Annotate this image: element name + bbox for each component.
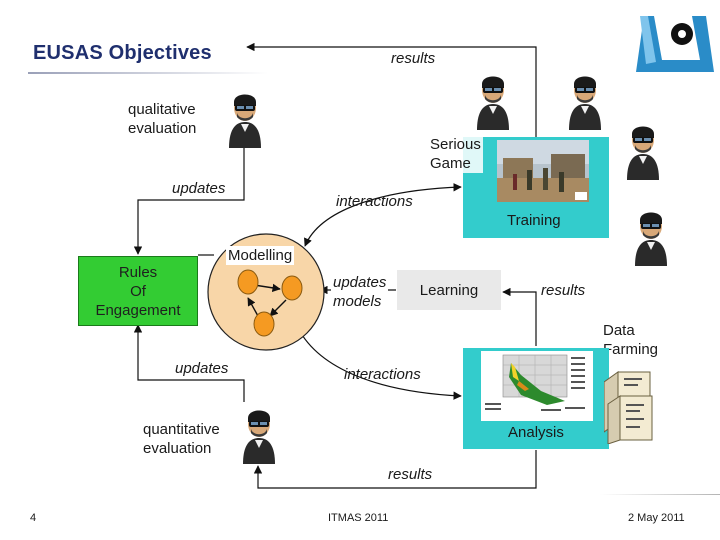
training-label: Training: [507, 212, 561, 229]
title-underline: [28, 72, 268, 74]
results-label-right: results: [541, 282, 586, 299]
learning-label: Learning: [419, 281, 479, 299]
soldier-icon: [472, 68, 514, 132]
soldier-icon: [622, 118, 664, 182]
interactions-label-top: interactions: [336, 193, 413, 210]
updates-label-top: updates: [172, 180, 226, 197]
footer-date: 2 May 2011: [628, 512, 685, 524]
results-label-top: results: [391, 50, 436, 67]
updates-models-label: updates models: [331, 273, 389, 311]
footer-rule: [600, 494, 720, 495]
results-label-bottom: results: [388, 466, 433, 483]
game-screenshot: [497, 140, 589, 202]
learning-box: Learning: [397, 270, 501, 310]
serious-game-label: Serious Game: [428, 135, 483, 173]
interactions-label-bottom: interactions: [344, 366, 421, 383]
surface-plot: [481, 351, 593, 421]
soldier-icon: [224, 86, 266, 150]
qualitative-evaluation-label: qualitative evaluation: [128, 101, 197, 137]
page-number: 4: [30, 512, 37, 524]
rules-of-engagement-label: Rules Of Engagement: [95, 263, 181, 319]
page-title: EUSAS Objectives: [33, 42, 212, 64]
rules-of-engagement-box: Rules Of Engagement: [78, 256, 198, 326]
quantitative-evaluation-label: quantitative evaluation: [143, 421, 220, 457]
soldier-icon: [564, 68, 606, 132]
footer-event: ITMAS 2011: [328, 512, 389, 524]
soldier-icon: [630, 204, 672, 268]
analysis-label: Analysis: [508, 424, 564, 441]
server-icon: [604, 371, 653, 444]
data-farming-label: Data Farming: [603, 322, 659, 358]
soldier-icon: [238, 402, 280, 466]
logo-icon: [636, 16, 714, 72]
updates-label-bottom: updates: [175, 360, 229, 377]
modelling-label: Modelling: [226, 246, 295, 265]
